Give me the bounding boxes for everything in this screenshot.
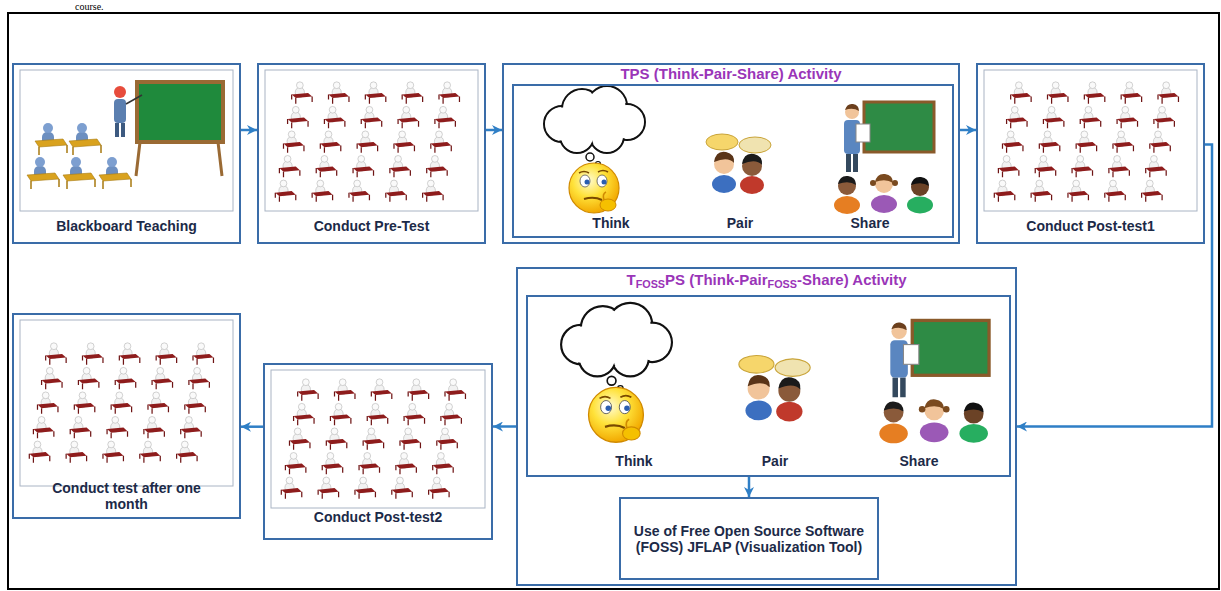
flow-arrow [241, 425, 263, 428]
step-label: Conduct Pre-Test [314, 218, 430, 234]
outer-frame [8, 13, 1219, 589]
step-label: Conduct test after one month [52, 480, 202, 512]
phase-label: Share [900, 453, 939, 469]
step-box: Conduct Pre-Test [257, 63, 486, 244]
classroom-picture [994, 82, 1178, 202]
step-label: Conduct Post-test1 [1026, 218, 1154, 234]
step-box: Conduct test after one month [12, 313, 241, 519]
step-box: Blackboard Teaching [12, 63, 241, 244]
activity-title: TFOSSPS (Think-PairFOSS-Share) Activity [627, 271, 907, 289]
tool-box: Use of Free Open Source Software (FOSS) … [619, 497, 879, 580]
phase-label: Pair [762, 453, 788, 469]
flow-arrow [748, 477, 751, 497]
step-label: Conduct Post-test2 [314, 509, 442, 525]
caption-fragment: course. [75, 1, 104, 12]
flow-arrow [493, 425, 516, 428]
activity-title: TPS (Think-Pair-Share) Activity [620, 65, 841, 83]
tool-label: Use of Free Open Source Software (FOSS) … [629, 523, 869, 555]
phase-label: Think [615, 453, 652, 469]
activity-box: TFOSSPS (Think-PairFOSS-Share) ActivityT… [516, 267, 1017, 586]
step-label: Blackboard Teaching [56, 218, 197, 234]
classroom-picture [29, 343, 213, 463]
flow-arrow [241, 129, 257, 132]
flow-arrow [486, 129, 502, 132]
activity-panel: Think Pair Share [526, 295, 1011, 477]
phase-label: Share [851, 215, 890, 231]
picture-frames [20, 70, 1197, 508]
phase-label: Think [592, 215, 629, 231]
activity-panel: Think Pair Share [512, 84, 954, 238]
think-pair-share-icons [544, 86, 934, 214]
phase-label: Pair [727, 215, 753, 231]
classroom-picture [275, 82, 459, 202]
flow-arrow [960, 129, 976, 132]
think-pair-share-icons [561, 303, 989, 443]
flow-arrow [1017, 144, 1212, 426]
activity-box: TPS (Think-Pair-Share) ActivityThink Pair… [502, 63, 960, 244]
step-box: Conduct Post-test1 [976, 63, 1205, 244]
blackboard-scene [27, 82, 223, 189]
step-box: Conduct Post-test2 [263, 363, 493, 540]
classroom-picture [281, 379, 465, 499]
